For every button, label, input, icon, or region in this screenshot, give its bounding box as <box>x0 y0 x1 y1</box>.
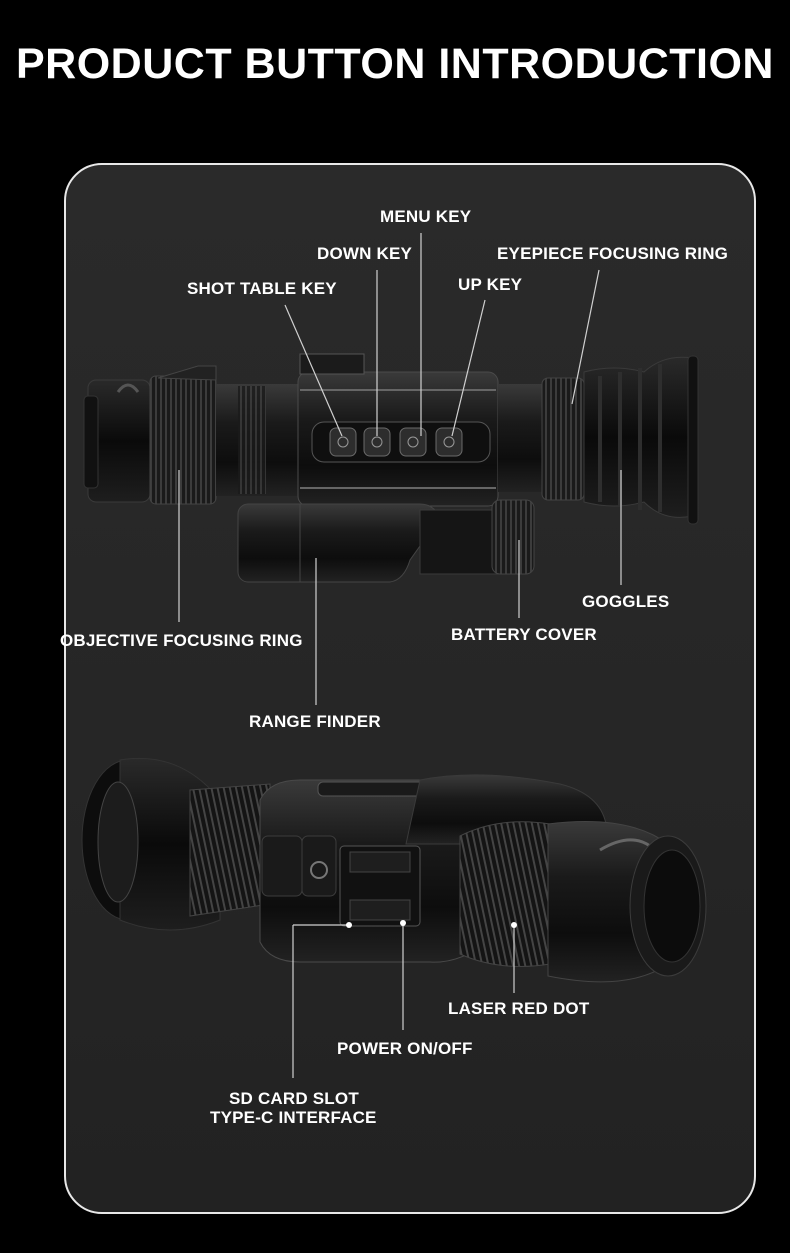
diagram-panel <box>64 163 756 1214</box>
top-scope <box>83 353 699 583</box>
label-menu-key: MENU KEY <box>380 207 472 226</box>
label-up-key: UP KEY <box>458 275 523 294</box>
label-objective-focusing-ring: OBJECTIVE FOCUSING RING <box>60 631 303 650</box>
label-shot-table-key: SHOT TABLE KEY <box>187 279 337 298</box>
label-sd-card-slot: SD CARD SLOT <box>229 1089 359 1108</box>
label-eyepiece-focusing-ring: EYEPIECE FOCUSING RING <box>497 244 729 263</box>
label-power-on-off: POWER ON/OFF <box>337 1039 473 1058</box>
leader-dots <box>346 920 517 928</box>
page-title: PRODUCT BUTTON INTRODUCTION <box>15 40 774 88</box>
bottom-scope <box>81 757 707 983</box>
label-type-c-interface: TYPE-C INTERFACE <box>210 1108 377 1127</box>
label-goggles: GOGGLES <box>582 592 670 611</box>
leader-lines <box>178 233 622 1078</box>
label-laser-red-dot: LASER RED DOT <box>448 999 590 1018</box>
label-battery-cover: BATTERY COVER <box>451 625 597 644</box>
label-range-finder: RANGE FINDER <box>249 712 381 731</box>
label-down-key: DOWN KEY <box>317 244 413 263</box>
